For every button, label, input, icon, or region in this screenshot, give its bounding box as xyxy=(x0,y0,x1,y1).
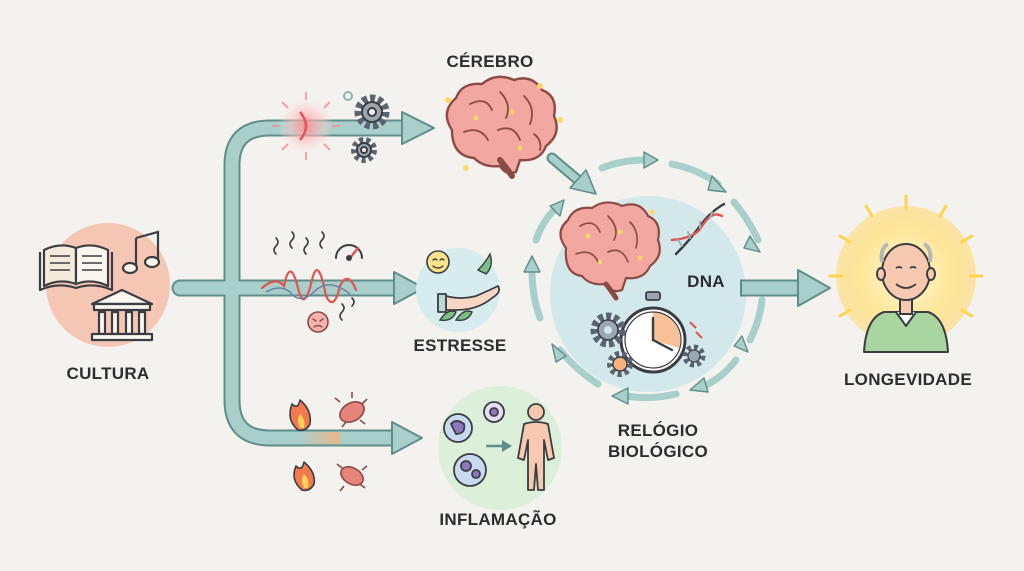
label-dna: DNA xyxy=(687,272,725,291)
gear-icon xyxy=(590,312,706,377)
inflamacao-node xyxy=(289,386,562,510)
gear-icon xyxy=(343,91,390,163)
calm-face-icon xyxy=(426,250,450,274)
cerebro-node xyxy=(272,75,563,179)
cultura-node xyxy=(38,223,170,347)
arrow-to-longevidade xyxy=(740,269,831,307)
longevidade-node xyxy=(828,194,984,353)
arrowhead-cerebro xyxy=(401,111,435,145)
label-inflamacao: INFLAMAÇÃO xyxy=(439,510,557,529)
estresse-node xyxy=(260,231,501,333)
label-relogio-biologico: RELÓGIO BIOLÓGICO xyxy=(598,420,718,462)
hand-icon xyxy=(437,285,501,313)
leaf-icon xyxy=(438,252,493,322)
glow-signal-icon xyxy=(272,92,340,160)
center-node xyxy=(523,151,766,405)
arrowhead-inflamacao xyxy=(391,421,423,455)
book-icon xyxy=(38,244,114,292)
flame-icon xyxy=(289,399,316,492)
angry-face-icon xyxy=(307,311,329,333)
label-estresse: ESTRESSE xyxy=(413,336,507,355)
label-cultura: CULTURA xyxy=(66,364,150,383)
gauge-icon xyxy=(335,244,363,261)
cycle-arrows xyxy=(528,156,766,402)
elderly-person-icon xyxy=(863,242,949,353)
arrow-cerebro-to-cycle xyxy=(546,152,597,195)
cell-icon xyxy=(443,401,505,487)
label-longevidade: LONGEVIDADE xyxy=(844,370,972,389)
label-relogio-line2: BIOLÓGICO xyxy=(608,442,708,461)
museum-icon xyxy=(90,288,154,342)
music-note-icon xyxy=(121,230,161,275)
label-cerebro: CÉREBRO xyxy=(446,52,534,71)
label-relogio-line1: RELÓGIO xyxy=(617,421,699,440)
bacteria-icon xyxy=(334,392,368,492)
brain-icon xyxy=(445,75,563,179)
stress-wave-icon xyxy=(260,231,358,321)
arrowhead-estresse xyxy=(393,271,425,305)
dna-helix-icon xyxy=(670,202,726,256)
human-body-icon xyxy=(517,403,555,491)
main-branch-arrows xyxy=(171,111,435,455)
brain-icon xyxy=(559,201,661,301)
